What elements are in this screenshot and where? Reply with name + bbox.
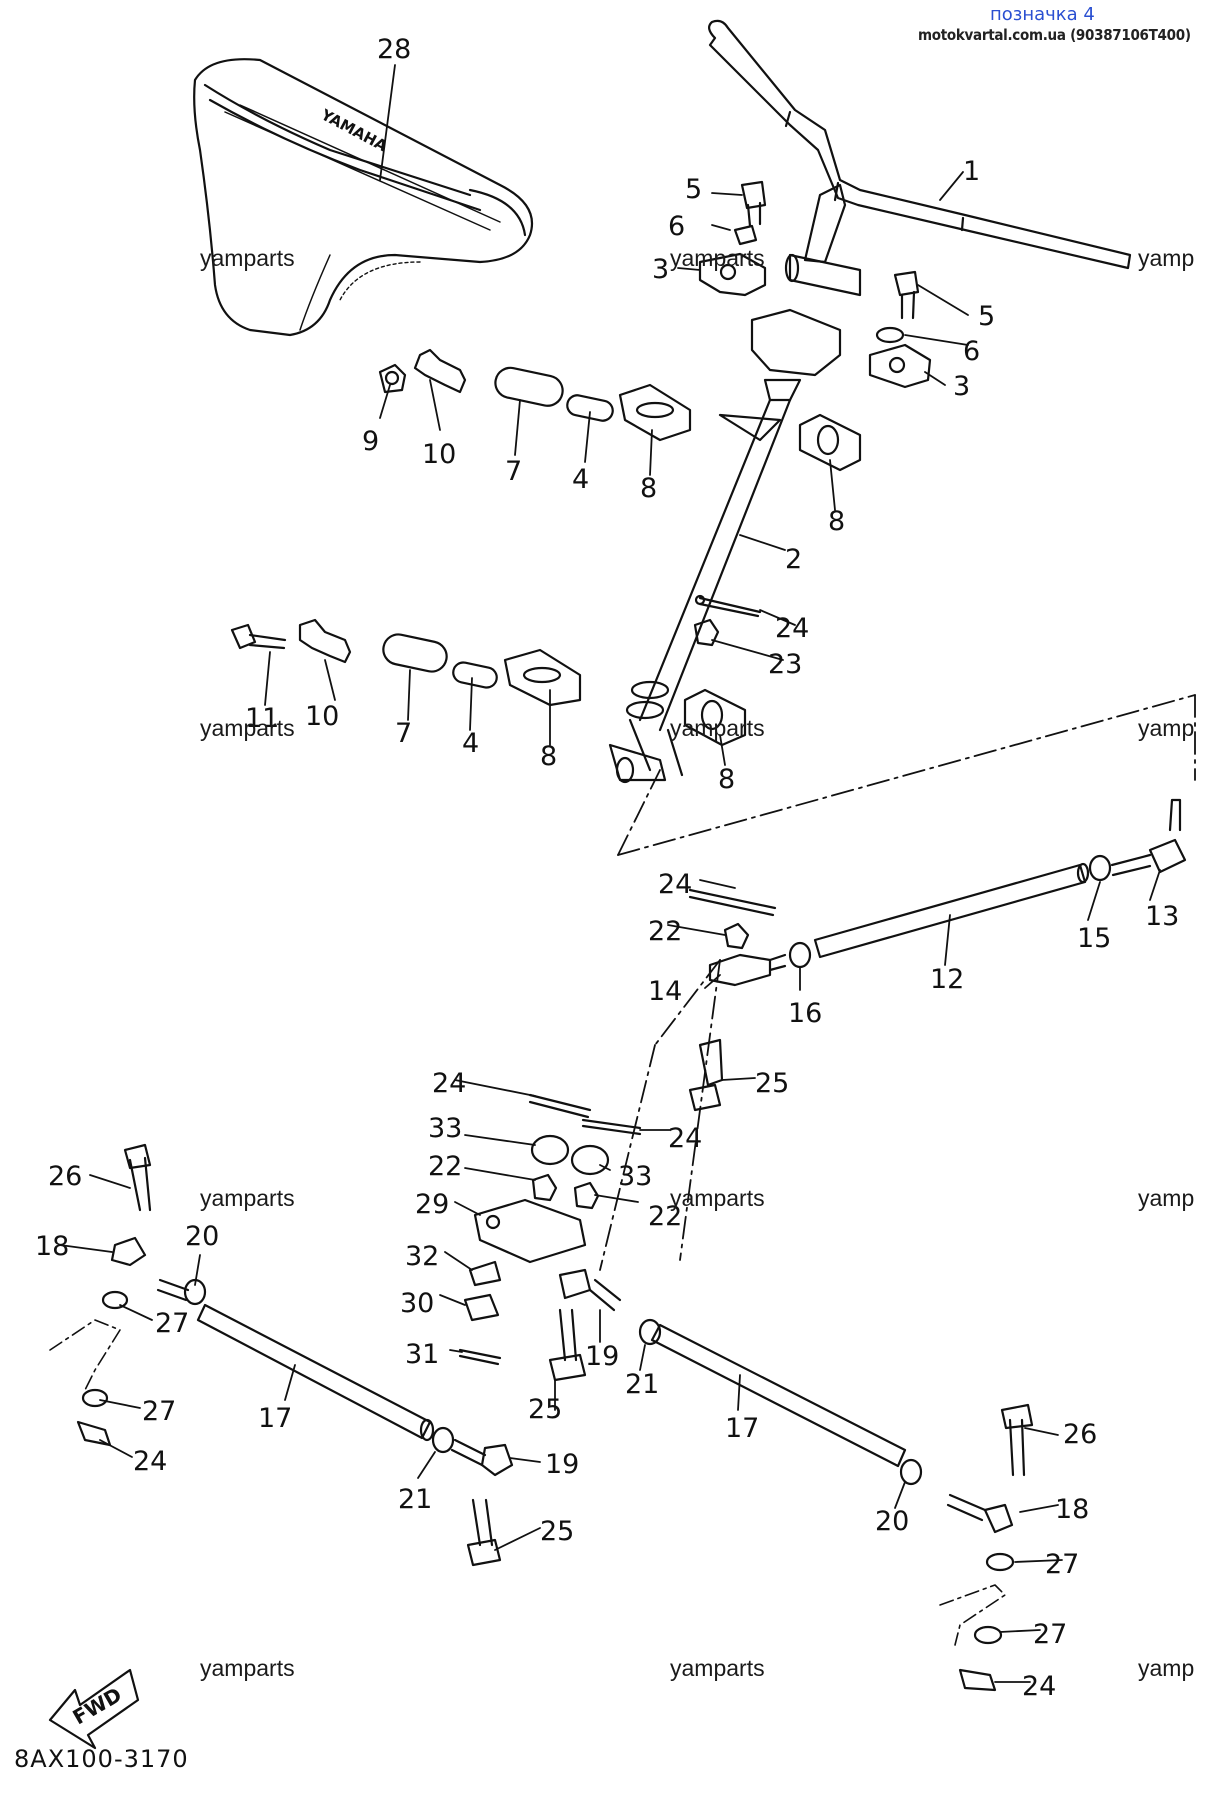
watermark: yamp [1138,715,1195,741]
callout-19: 19 [585,1341,619,1372]
callout-25: 25 [528,1394,562,1425]
callout-27: 27 [1033,1619,1067,1650]
watermark: yamp [1138,245,1195,271]
callout-6: 6 [668,211,685,242]
callout-33: 33 [428,1113,462,1144]
callout-26: 26 [48,1161,82,1192]
callout-4: 4 [572,464,589,495]
watermark: yamparts [200,715,295,741]
watermark: yamp [1138,1655,1195,1681]
callout-33: 33 [618,1161,652,1192]
callout-22: 22 [428,1151,462,1182]
callout-22: 22 [648,1201,682,1232]
callout-7: 7 [505,456,522,487]
watermark: yamp [1138,1185,1195,1211]
callout-3: 3 [953,371,970,402]
callout-9: 9 [362,426,379,457]
watermark: yamparts [200,1185,295,1211]
callout-24: 24 [133,1446,167,1477]
callout-20: 20 [875,1506,909,1537]
watermark: yamparts [670,715,765,741]
diagram-code: 8AX100-3170 [14,1745,189,1773]
tie-rod-center [688,798,1187,987]
handlebar [708,19,1132,297]
leader-lines [59,64,1161,1683]
watermark: yamparts [670,1655,765,1681]
callout-11: 11 [245,703,279,734]
callout-25: 25 [755,1068,789,1099]
callout-21: 21 [625,1369,659,1400]
callout-22: 22 [648,916,682,947]
callout-32: 32 [405,1241,439,1272]
callout-14: 14 [648,976,682,1007]
callout-18: 18 [1055,1494,1089,1525]
seat [193,58,534,337]
fwd-arrow [48,1668,140,1750]
callout-31: 31 [405,1339,439,1370]
callout-6: 6 [963,336,980,367]
callout-20: 20 [185,1221,219,1252]
callout-10: 10 [305,701,339,732]
steering-column [608,308,842,784]
header-source: motokvartal.com.ua (90387106T400) [918,26,1191,44]
callout-8: 8 [828,506,845,537]
tie-rod-left [49,1143,514,1567]
callout-27: 27 [155,1308,189,1339]
callout-15: 15 [1077,923,1111,954]
callout-25: 25 [540,1516,574,1547]
callout-28: 28 [377,34,411,65]
watermark: yamparts [670,245,765,271]
callout-13: 13 [1145,901,1179,932]
callout-10: 10 [422,439,456,470]
callout-27: 27 [1045,1549,1079,1580]
callout-26: 26 [1063,1419,1097,1450]
callout-24: 24 [775,613,809,644]
callout-5: 5 [685,174,702,205]
callout-12: 12 [930,964,964,995]
watermark: yamparts [200,1655,295,1681]
callout-5: 5 [978,301,995,332]
callout-8: 8 [718,764,735,795]
callout-labels: 28 1 5 6 3 5 6 3 9 10 7 4 8 8 2 24 23 11… [35,34,1179,1702]
callout-3: 3 [652,254,669,285]
callout-24: 24 [1022,1671,1056,1702]
callout-7: 7 [395,718,412,749]
bracket-hardware-lower [230,594,762,747]
upper-clamp-left [698,180,767,297]
callout-1: 1 [963,156,980,187]
callout-30: 30 [400,1288,434,1319]
callout-24: 24 [432,1068,466,1099]
callout-27: 27 [142,1396,176,1427]
upper-clamp-right [868,270,932,389]
callout-4: 4 [462,728,479,759]
header-title[interactable]: позначка 4 [990,4,1095,25]
callout-16: 16 [788,998,822,1029]
callout-2: 2 [785,544,802,575]
callout-29: 29 [415,1189,449,1220]
watermark: yamparts [670,1185,765,1211]
tie-rod-right [548,1268,1034,1692]
callout-8: 8 [540,741,557,772]
callout-17: 17 [725,1413,759,1444]
callout-8: 8 [640,473,657,504]
watermark: yamparts [200,245,295,271]
callout-24: 24 [668,1123,702,1154]
callout-24: 24 [658,869,692,900]
bracket-hardware-upper [378,348,862,472]
callout-21: 21 [398,1484,432,1515]
callout-19: 19 [545,1449,579,1480]
callout-23: 23 [768,649,802,680]
callout-18: 18 [35,1231,69,1262]
callout-17: 17 [258,1403,292,1434]
